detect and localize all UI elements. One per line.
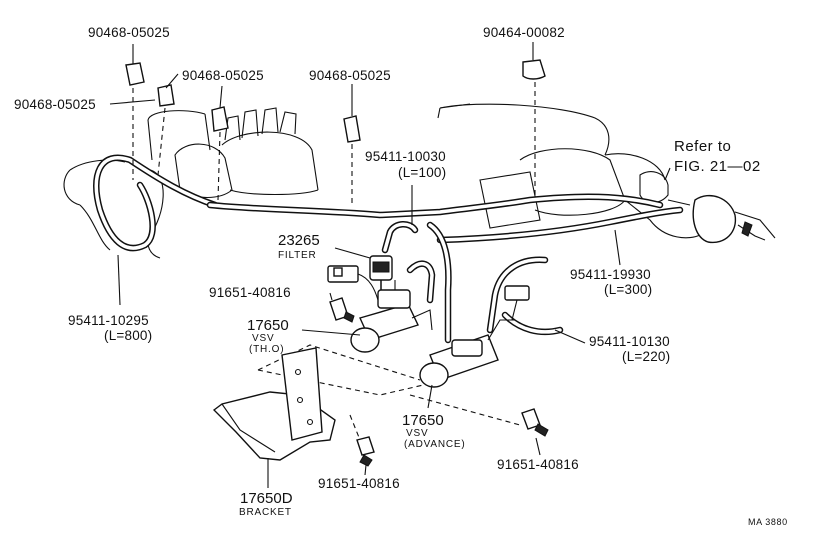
bolt-lower-mid [356,436,375,467]
label-hose-left: 95411-10295 [68,313,149,328]
clip-right [343,115,361,143]
clip-leaders [132,82,536,441]
label-vsv-tho-pn: 17650 [247,317,289,334]
vsv-th-o [350,280,433,353]
engine-outline [63,103,701,259]
label-filter-name: FILTER [278,250,317,261]
label-filter-pn: 23265 [278,232,320,249]
bolt-upper [329,297,355,323]
label-clip-right: 90468-05025 [309,68,391,83]
bracket [212,347,336,461]
label-bolt-lower-mid: 91651-40816 [318,476,400,491]
label-refer-line2: FIG. 21—02 [674,158,761,175]
label-bracket-name: BRACKET [239,507,292,518]
label-vsv-tho-name1: VSV [252,333,274,344]
label-vsv-adv-name1: VSV [406,428,428,439]
vacuum-hoses [93,154,684,344]
label-clip-far-right: 90464-00082 [483,25,565,40]
label-vsv-adv-name2: (ADVANCE) [404,439,465,450]
distributor-cap [221,107,319,196]
label-figure-code: MA 3880 [748,517,788,527]
labels: 90468-05025 90468-05025 90468-05025 9046… [14,25,788,527]
label-hose-left-len: (L=800) [104,328,152,343]
label-bolt-upper: 91651-40816 [209,285,291,300]
referenced-device [667,195,776,244]
clip-mid [211,106,229,132]
label-clip-top-left: 90468-05025 [88,25,170,40]
label-clip-mid: 90468-05025 [182,68,264,83]
label-bracket-pn: 17650D [240,490,293,507]
label-leaders [109,42,671,488]
label-hose-long-right-len: (L=300) [604,282,652,297]
vsv-advance [419,285,530,388]
connector-plug [327,265,379,301]
label-hose-long-right: 95411-19930 [570,267,651,282]
label-vsv-adv-pn: 17650 [402,412,444,429]
label-hose-right-lower-len: (L=220) [622,349,670,364]
clip-top-left [125,62,145,86]
bolt-lower-right [521,408,549,437]
clip-far-right [522,59,546,80]
label-hose-right-lower: 95411-10130 [589,334,670,349]
label-hose-short-len: (L=100) [398,165,446,180]
label-hose-short: 95411-10030 [365,149,446,164]
label-bolt-lower-right: 91651-40816 [497,457,579,472]
label-refer-line1: Refer to [674,138,731,155]
clip-left [157,84,175,107]
label-vsv-tho-name2: (TH.O) [249,344,284,355]
label-clip-left: 90468-05025 [14,97,96,112]
